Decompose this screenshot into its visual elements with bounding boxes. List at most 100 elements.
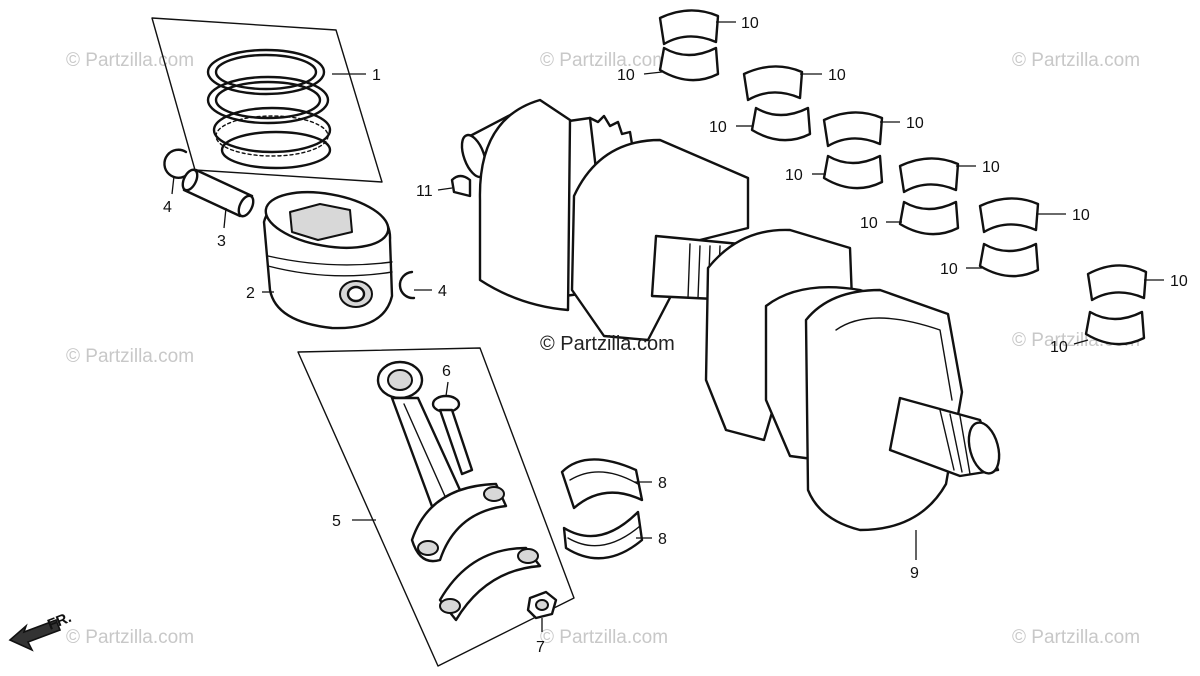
leader-6 bbox=[445, 381, 449, 397]
rod-bolt-hole-right bbox=[483, 486, 505, 502]
watermark-mid-left: © Partzilla.com bbox=[66, 346, 194, 367]
watermark-bottom-right: © Partzilla.com bbox=[1012, 627, 1140, 648]
callout-10-h: 10 bbox=[860, 215, 878, 232]
rod-bolt-shank bbox=[438, 408, 474, 476]
crank-journal-splines bbox=[687, 243, 721, 299]
rod-bearing-lower[interactable] bbox=[562, 510, 644, 560]
callout-10-f: 10 bbox=[785, 167, 803, 184]
crank-web-final-edge bbox=[835, 317, 953, 401]
main-bearing-6-lower bbox=[1084, 310, 1146, 346]
main-bearing-callouts: 10 10 10 10 10 10 10 10 10 10 10 10 bbox=[617, 15, 1188, 356]
main-bearing-1-upper bbox=[658, 9, 720, 46]
crank-output-splines bbox=[939, 409, 971, 475]
rod-cap[interactable] bbox=[438, 546, 542, 622]
leader-4-left bbox=[171, 175, 175, 195]
main-bearing-set[interactable] bbox=[658, 9, 1148, 346]
clip-left-shape bbox=[163, 148, 190, 179]
piston-ring-groove-2 bbox=[267, 265, 393, 277]
piston-pin-clip-left[interactable] bbox=[163, 148, 190, 179]
main-bearing-4-lower bbox=[898, 200, 960, 236]
watermark-bottom-left: © Partzilla.com bbox=[66, 627, 194, 648]
callout-10-d: 10 bbox=[709, 119, 727, 136]
rod-bearing-lower-shell bbox=[562, 510, 644, 560]
front-arrow-icon bbox=[8, 618, 62, 652]
callout-8-upper: 8 bbox=[658, 475, 667, 492]
piston-ring-box bbox=[151, 17, 383, 183]
rod-bearing-upper-edge bbox=[569, 471, 639, 485]
rod-cap-hole-left bbox=[439, 598, 461, 614]
rod-bolt[interactable] bbox=[431, 394, 474, 476]
main-bearing-5-lower bbox=[978, 242, 1040, 278]
callout-10-c: 10 bbox=[828, 67, 846, 84]
piston[interactable] bbox=[261, 184, 394, 330]
callout-5: 5 bbox=[332, 513, 341, 530]
rod-bearing-lower-edge bbox=[567, 525, 641, 547]
rod-nut[interactable] bbox=[526, 590, 558, 620]
callout-10-g: 10 bbox=[982, 159, 1000, 176]
main-bearing-3-upper bbox=[822, 111, 884, 148]
callout-6: 6 bbox=[442, 363, 451, 380]
crank-web-final bbox=[804, 288, 964, 532]
piston-pin[interactable] bbox=[180, 167, 256, 218]
callout-9: 9 bbox=[910, 565, 919, 582]
pin-end-right bbox=[237, 194, 255, 218]
callout-2: 2 bbox=[246, 285, 255, 302]
rod-small-end-bore bbox=[387, 369, 413, 391]
callout-11: 11 bbox=[416, 183, 433, 200]
watermark-top-right: © Partzilla.com bbox=[1012, 50, 1140, 71]
callout-10-b: 10 bbox=[617, 67, 635, 84]
rod-bearing-upper[interactable] bbox=[560, 458, 644, 510]
piston-valve-relief bbox=[289, 203, 353, 241]
ring-second bbox=[206, 75, 330, 125]
main-bearing-5-upper bbox=[978, 197, 1040, 234]
rod-bearing-upper-shell bbox=[560, 458, 644, 510]
crank-output-end bbox=[967, 421, 1001, 475]
callout-10-k: 10 bbox=[1170, 273, 1188, 290]
main-bearing-6-upper bbox=[1086, 264, 1148, 302]
callout-4-left: 4 bbox=[163, 199, 172, 216]
watermark-top-left: © Partzilla.com bbox=[66, 50, 194, 71]
crank-web-1 bbox=[478, 98, 572, 312]
callout-4-right: 4 bbox=[438, 283, 447, 300]
ring-oil-expander bbox=[215, 115, 329, 157]
callout-8-lower: 8 bbox=[658, 531, 667, 548]
leader-11 bbox=[437, 187, 453, 191]
rod-big-end-upper bbox=[410, 482, 508, 563]
piston-pin-clip-right[interactable] bbox=[398, 270, 416, 300]
piston-pin-hole bbox=[346, 285, 366, 303]
piston-ring-groove-1 bbox=[267, 255, 393, 266]
callout-10-i: 10 bbox=[1072, 207, 1090, 224]
leader-10-l bbox=[1073, 339, 1089, 345]
ring-oil-lower bbox=[220, 130, 332, 170]
callout-10-l: 10 bbox=[1050, 339, 1068, 356]
main-bearing-1-lower bbox=[658, 46, 720, 82]
rod-beam-rib bbox=[403, 403, 453, 513]
main-bearing-3-lower bbox=[822, 154, 884, 190]
callout-10-j: 10 bbox=[940, 261, 958, 278]
crankshaft[interactable] bbox=[457, 98, 1004, 532]
ring-top-inner bbox=[214, 53, 318, 91]
clip-right-shape bbox=[398, 270, 416, 300]
connecting-rod[interactable] bbox=[376, 360, 508, 563]
callout-1: 1 bbox=[372, 67, 381, 84]
rod-nut-bore bbox=[535, 599, 549, 611]
piston-ring-set[interactable] bbox=[151, 17, 383, 183]
rod-cap-hole-right bbox=[517, 548, 539, 564]
watermark-center: © Partzilla.com bbox=[540, 333, 675, 355]
rod-bolt-hole-left bbox=[417, 540, 439, 556]
main-bearing-2-lower bbox=[750, 106, 812, 142]
watermark-top-center: © Partzilla.com bbox=[540, 50, 668, 71]
ring-second-inner bbox=[214, 80, 322, 120]
callout-10-e: 10 bbox=[906, 115, 924, 132]
callout-10-a: 10 bbox=[741, 15, 759, 32]
leader-3 bbox=[223, 207, 227, 229]
watermark-group: © Partzilla.com © Partzilla.com © Partzi… bbox=[66, 50, 1140, 648]
main-bearing-2-upper bbox=[742, 65, 804, 102]
ring-oil bbox=[212, 106, 332, 154]
callout-7: 7 bbox=[536, 639, 545, 656]
woodruff-key-body bbox=[450, 174, 472, 198]
rod-cap-body bbox=[438, 546, 542, 622]
ring-top bbox=[206, 48, 326, 96]
woodruff-key[interactable] bbox=[450, 174, 472, 198]
main-bearing-4-upper bbox=[898, 157, 960, 194]
